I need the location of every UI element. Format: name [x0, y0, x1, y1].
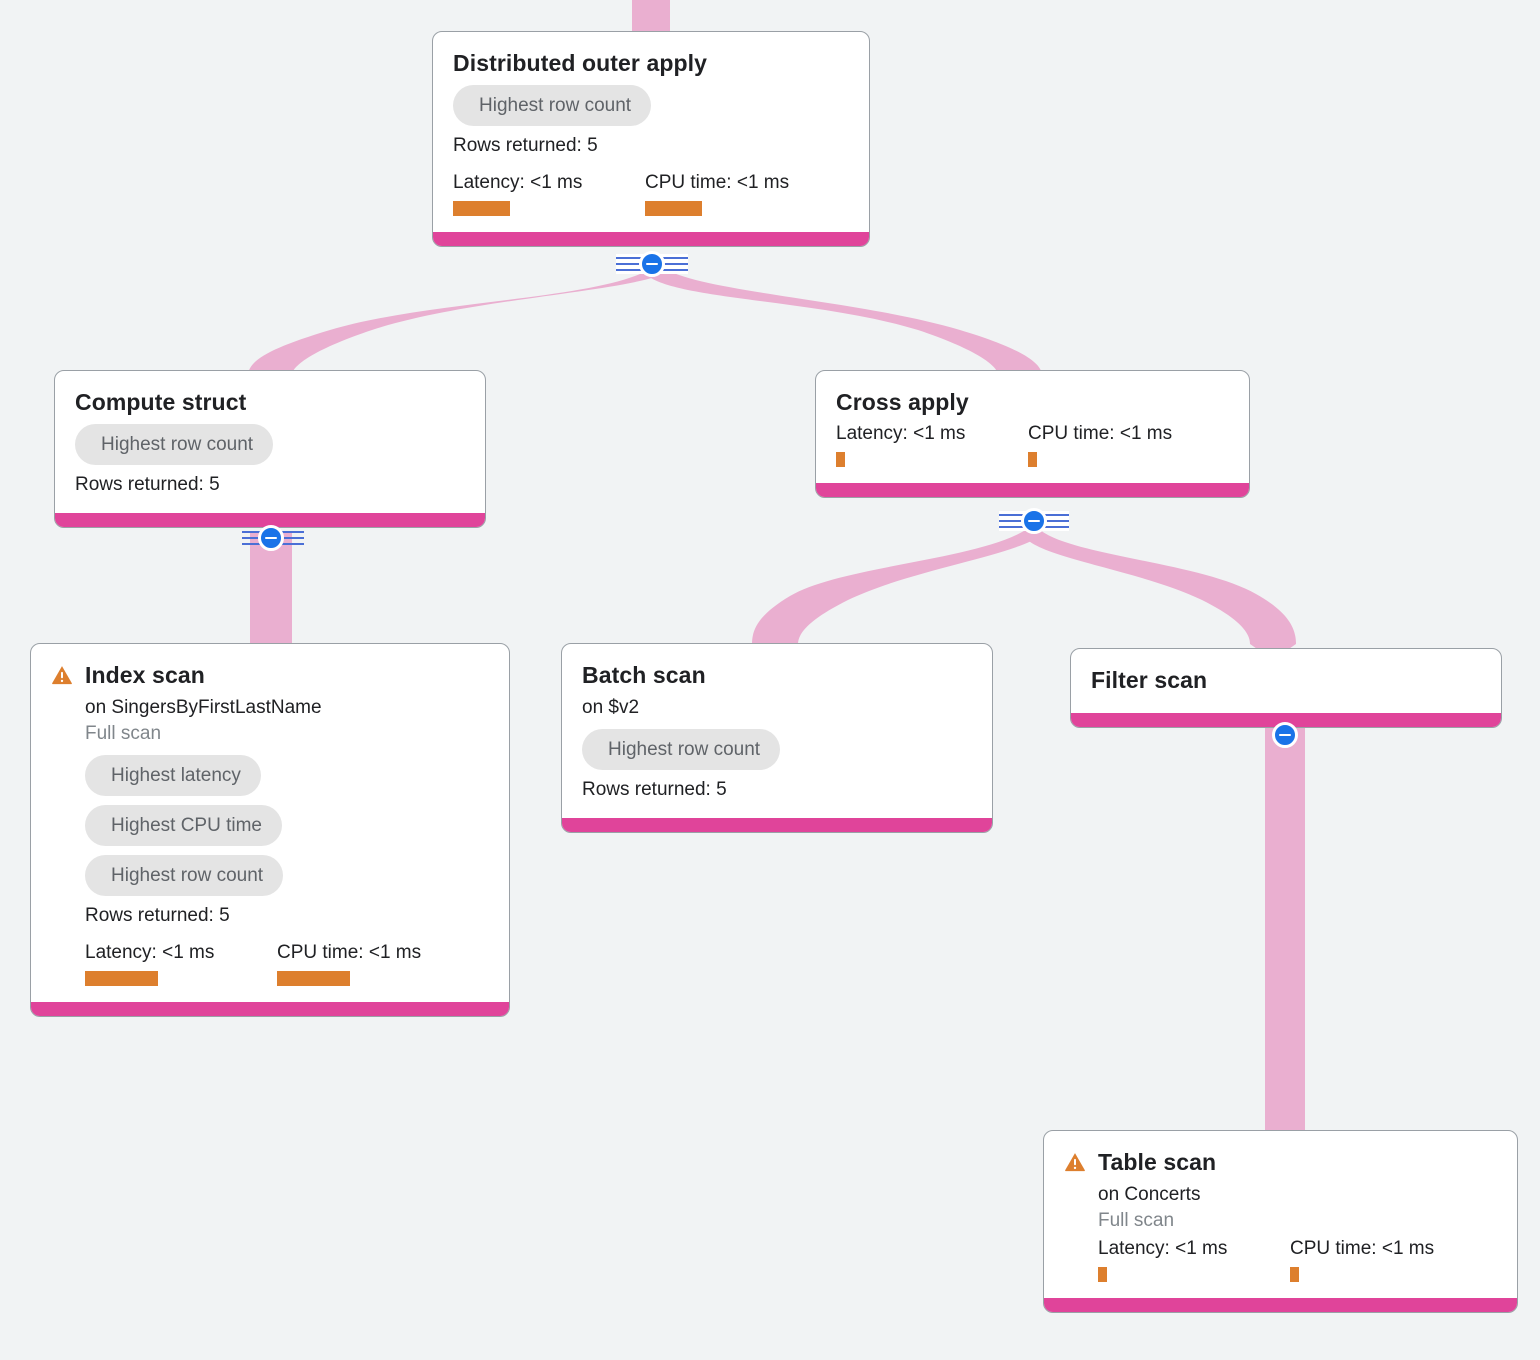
node-metrics: Latency: <1 ms CPU time: <1 ms	[51, 942, 489, 986]
metric-cpu-time-label: CPU time: <1 ms	[1290, 1238, 1435, 1260]
node-footer-bar	[816, 483, 1249, 498]
node-footer-bar	[31, 1001, 509, 1016]
metric-cpu-time-bar	[277, 970, 350, 986]
node-title: Cross apply	[836, 389, 969, 415]
collapse-toggle-compute-struct[interactable]	[258, 525, 284, 551]
chip-highest-row-count: Highest row count	[453, 85, 652, 127]
edge-filter-scan-to-table-scan	[1265, 728, 1305, 1133]
node-chips: Highest row count	[582, 729, 972, 771]
metric-latency-bar	[1098, 1266, 1107, 1282]
node-title: Index scan	[85, 662, 205, 688]
metric-cpu-time: CPU time: <1 ms	[1290, 1238, 1434, 1282]
node-chips: Highest row count	[75, 424, 465, 466]
node-subtitle: on SingersByFirstLastName	[85, 697, 322, 719]
edge-distributed-outer-apply-to-cross-apply	[648, 268, 1042, 374]
node-cross-apply[interactable]: Cross apply Latency: <1 ms CPU time: <1 …	[815, 370, 1250, 499]
node-chips: Highest row count	[453, 85, 849, 127]
minus-icon	[1028, 519, 1040, 523]
metric-latency: Latency: <1 ms	[836, 423, 1028, 468]
node-footer-bar	[55, 513, 485, 528]
node-body: Batch scan on $v2 Highest row count Rows…	[562, 644, 992, 818]
node-body: Index scan on SingersByFirstLastName Ful…	[31, 644, 509, 1002]
chip-highest-latency: Highest latency	[85, 755, 261, 797]
metric-cpu-time-bar	[1028, 452, 1037, 468]
edge-cross-apply-to-filter-scan	[1024, 529, 1296, 644]
minus-icon	[1279, 733, 1291, 737]
node-header: Batch scan	[582, 662, 972, 688]
metric-latency-label: Latency: <1 ms	[1098, 1238, 1228, 1260]
metric-cpu-time: CPU time: <1 ms	[277, 942, 421, 986]
node-footer-bar	[562, 818, 992, 833]
metric-latency-bar	[453, 201, 510, 217]
chip-highest-row-count: Highest row count	[582, 729, 781, 771]
node-footer-bar	[1071, 713, 1501, 728]
metric-cpu-time-bar	[645, 201, 702, 217]
node-metrics: Latency: <1 ms CPU time: <1 ms	[453, 172, 849, 217]
minus-icon	[646, 262, 658, 266]
node-title: Batch scan	[582, 662, 706, 688]
node-header: Cross apply	[836, 389, 1229, 415]
node-title: Distributed outer apply	[453, 50, 708, 76]
collapse-toggle-filter-scan[interactable]	[1272, 722, 1298, 748]
metric-latency-bar	[85, 970, 158, 986]
node-metrics: Latency: <1 ms CPU time: <1 ms	[1064, 1238, 1497, 1282]
node-title: Compute struct	[75, 389, 247, 415]
node-header: Table scan	[1064, 1149, 1497, 1175]
rows-returned: Rows returned: 5	[75, 474, 220, 496]
chip-highest-row-count: Highest row count	[75, 424, 274, 466]
metric-cpu-time: CPU time: <1 ms	[1028, 423, 1173, 468]
node-header: Distributed outer apply	[453, 50, 849, 76]
metric-latency: Latency: <1 ms	[85, 942, 277, 986]
node-body: Cross apply Latency: <1 ms CPU time: <1 …	[816, 371, 1249, 483]
metric-latency: Latency: <1 ms	[1098, 1238, 1290, 1282]
node-body: Compute struct Highest row count Rows re…	[55, 371, 485, 513]
node-chips: Highest latency Highest CPU time Highest…	[51, 755, 489, 897]
metric-latency: Latency: <1 ms	[453, 172, 645, 217]
metric-cpu-time: CPU time: <1 ms	[645, 172, 790, 217]
metric-latency-label: Latency: <1 ms	[453, 172, 583, 194]
edge-cross-apply-to-batch-scan	[752, 529, 1040, 644]
rows-returned: Rows returned: 5	[85, 905, 230, 927]
chip-highest-row-count: Highest row count	[85, 855, 284, 897]
warning-icon	[52, 666, 72, 685]
metric-latency-label: Latency: <1 ms	[85, 941, 215, 963]
collapse-toggle-cross-apply[interactable]	[1021, 508, 1047, 534]
minus-icon	[265, 536, 277, 540]
rows-returned: Rows returned: 5	[453, 135, 598, 157]
node-footer-bar	[1044, 1297, 1517, 1312]
edge-input-to-distributed-outer-apply	[632, 0, 670, 34]
node-table-scan[interactable]: Table scan on Concerts Full scan Latency…	[1043, 1130, 1518, 1313]
node-index-scan[interactable]: Index scan on SingersByFirstLastName Ful…	[30, 643, 510, 1017]
metric-cpu-time-bar	[1290, 1266, 1299, 1282]
node-header: Compute struct	[75, 389, 465, 415]
node-distributed-outer-apply[interactable]: Distributed outer apply Highest row coun…	[432, 31, 870, 248]
node-header: Filter scan	[1091, 667, 1481, 693]
node-scan-type: Full scan	[1098, 1210, 1175, 1232]
metric-latency-label: Latency: <1 ms	[836, 423, 966, 445]
node-title: Table scan	[1098, 1149, 1217, 1175]
rows-returned: Rows returned: 5	[582, 779, 727, 801]
node-scan-type: Full scan	[85, 723, 162, 745]
metric-cpu-time-label: CPU time: <1 ms	[277, 941, 422, 963]
node-batch-scan[interactable]: Batch scan on $v2 Highest row count Rows…	[561, 643, 993, 834]
node-filter-scan[interactable]: Filter scan	[1070, 648, 1502, 729]
metric-latency-bar	[836, 452, 845, 468]
edge-distributed-outer-apply-to-compute-struct	[248, 268, 668, 374]
collapse-toggle-distributed-outer-apply[interactable]	[639, 251, 665, 277]
warning-icon	[1065, 1153, 1085, 1172]
chip-highest-cpu-time: Highest CPU time	[85, 805, 282, 847]
node-subtitle: on $v2	[582, 697, 640, 719]
node-subtitle: on Concerts	[1098, 1184, 1201, 1206]
node-metrics: Latency: <1 ms CPU time: <1 ms	[836, 423, 1229, 468]
metric-cpu-time-label: CPU time: <1 ms	[645, 172, 790, 194]
node-body: Filter scan	[1071, 649, 1501, 713]
node-body: Table scan on Concerts Full scan Latency…	[1044, 1131, 1517, 1298]
node-header: Index scan	[51, 662, 489, 688]
node-title: Filter scan	[1091, 667, 1208, 693]
node-compute-struct[interactable]: Compute struct Highest row count Rows re…	[54, 370, 486, 529]
metric-cpu-time-label: CPU time: <1 ms	[1028, 423, 1173, 445]
node-footer-bar	[433, 232, 869, 247]
node-body: Distributed outer apply Highest row coun…	[433, 32, 869, 232]
